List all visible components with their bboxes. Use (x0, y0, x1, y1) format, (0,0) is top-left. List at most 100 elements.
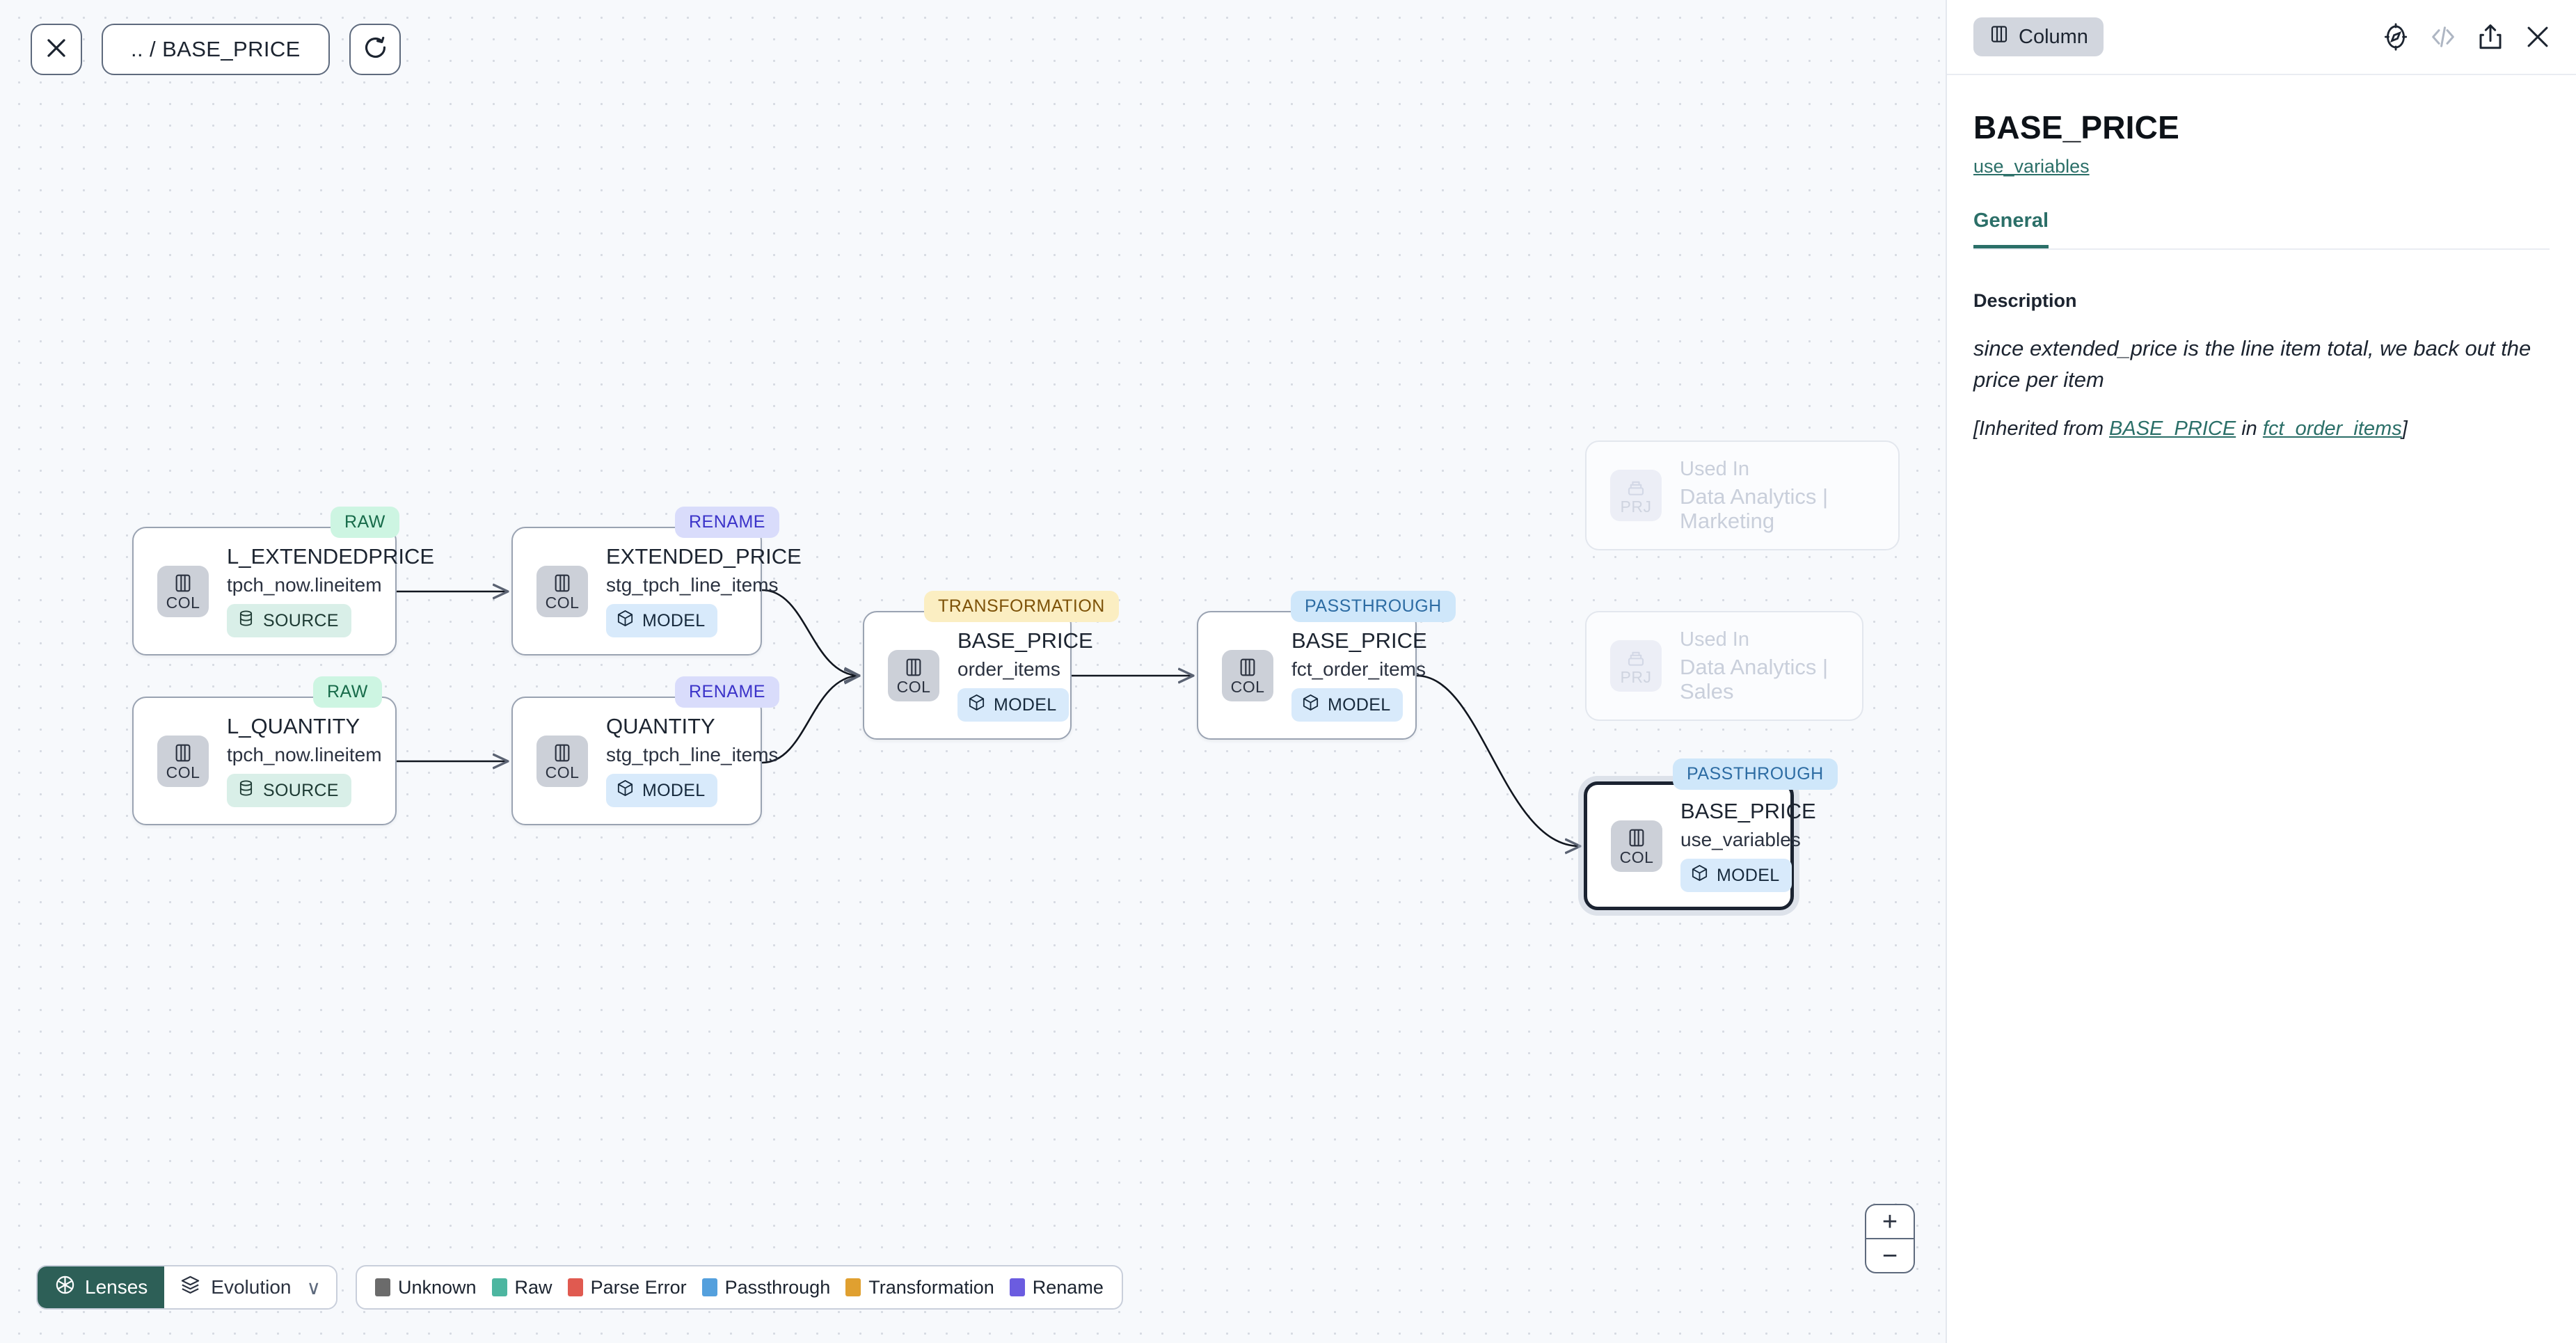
lineage-node-base_price_use_variables[interactable]: COL BASE_PRICE use_variables MODEL (1584, 781, 1816, 910)
cube-icon (967, 693, 986, 717)
node-materialization-label: MODEL (994, 694, 1057, 715)
node-subtitle: fct_order_items (1291, 658, 1426, 680)
node-kind-label: COL (166, 593, 200, 612)
node-materialization-label: MODEL (642, 610, 706, 630)
node-status-tag-base_price_fct_order_items: PASSTHROUGH (1291, 591, 1456, 622)
node-status-tag-base_price_order_items: TRANSFORMATION (924, 591, 1119, 622)
legend-item-parse-error[interactable]: Parse Error (567, 1277, 687, 1298)
node-kind-label: COL (166, 763, 200, 781)
lineage-node-used-in-sales[interactable]: PRJ Used In Data Analytics | Sales (1585, 611, 1863, 721)
node-title: BASE_PRICE (957, 628, 1093, 653)
zoom-controls: + − (1865, 1204, 1915, 1273)
close-button[interactable] (31, 24, 82, 75)
panel-header: Column (1947, 0, 2576, 75)
node-subtitle: stg_tpch_line_items (606, 743, 779, 765)
description-section: Description since extended_price is the … (1947, 250, 2576, 443)
legend-label: Raw (514, 1276, 552, 1298)
node-materialization-label: MODEL (1717, 865, 1780, 885)
aperture-icon (54, 1274, 76, 1301)
node-subtitle: use_variables (1680, 828, 1801, 850)
lineage-node-extended_price[interactable]: COL EXTENDED_PRICE stg_tpch_line_items M… (511, 527, 802, 655)
bottom-toolbar: Lenses Evolution ∨ Unknown (36, 1265, 1123, 1310)
node-materialization-badge: MODEL (1291, 688, 1404, 722)
lineage-edges (397, 0, 1946, 1343)
column-icon: COL (536, 735, 588, 787)
parent-model-link[interactable]: use_variables (1973, 156, 2090, 177)
project-icon: PRJ (1610, 640, 1662, 692)
node-materialization-badge: MODEL (606, 774, 718, 808)
node-body: EXTENDED_PRICE stg_tpch_line_items MODEL (606, 543, 802, 638)
legend-item-raw[interactable]: Raw (491, 1276, 552, 1298)
chevron-down-icon: ∨ (306, 1276, 321, 1298)
share-icon[interactable] (2476, 22, 2505, 51)
node-materialization-badge: MODEL (1680, 859, 1792, 893)
node-title: QUANTITY (606, 713, 715, 738)
legend-item-passthrough[interactable]: Passthrough (701, 1276, 831, 1298)
inherited-column-link[interactable]: BASE_PRICE (2109, 417, 2236, 440)
legend-item-rename[interactable]: Rename (1009, 1277, 1104, 1298)
node-body: BASE_PRICE fct_order_items MODEL (1291, 628, 1427, 722)
node-materialization-badge: SOURCE (227, 774, 351, 808)
legend-label: Transformation (868, 1276, 994, 1298)
tab-general[interactable]: General (1973, 209, 2049, 248)
lineage-canvas[interactable]: .. / BASE_PRICE COL L_EXTENDEDPRICE tpch… (0, 0, 1946, 1343)
legend-swatch (567, 1278, 583, 1296)
lineage-node-l_extendedprice[interactable]: COL L_EXTENDEDPRICE tpch_now.lineitem SO… (132, 527, 434, 655)
node-materialization-badge: MODEL (957, 688, 1070, 722)
legend-item-unknown[interactable]: Unknown (374, 1276, 477, 1298)
description-text: since extended_price is the line item to… (1973, 336, 2531, 392)
node-kind-label: COL (1230, 677, 1265, 696)
lineage-node-base_price_order_items[interactable]: COL BASE_PRICE order_items MODEL (863, 611, 1093, 740)
evolution-dropdown[interactable]: Evolution ∨ (164, 1266, 336, 1308)
refresh-button[interactable] (349, 24, 401, 75)
zoom-out-button[interactable]: − (1882, 1241, 1898, 1271)
node-subtitle: order_items (957, 658, 1060, 680)
inherited-suffix: ] (2401, 417, 2408, 440)
compass-icon[interactable] (2381, 22, 2410, 51)
code-icon[interactable] (2428, 22, 2458, 51)
refresh-icon (362, 35, 388, 65)
node-subtitle: tpch_now.lineitem (227, 743, 382, 765)
lineage-node-quantity[interactable]: COL QUANTITY stg_tpch_line_items MODEL (511, 697, 778, 825)
node-kind-label: PRJ (1620, 498, 1652, 516)
legend-label: Passthrough (724, 1276, 831, 1298)
lineage-node-l_quantity[interactable]: COL L_QUANTITY tpch_now.lineitem SOURCE (132, 697, 397, 825)
node-title: EXTENDED_PRICE (606, 543, 802, 569)
legend-swatch (374, 1278, 390, 1296)
lenses-button[interactable]: Lenses (38, 1266, 165, 1308)
description-heading: Description (1973, 290, 2077, 311)
column-icon: COL (1222, 649, 1273, 701)
database-icon (237, 779, 255, 802)
entity-type-chip[interactable]: Column (1973, 17, 2104, 56)
node-kind-label: COL (545, 593, 580, 612)
inherited-model-link[interactable]: fct_order_items (2262, 417, 2402, 440)
column-icon: COL (888, 649, 939, 701)
node-status-tag-l_extendedprice: RAW (331, 507, 399, 538)
breadcrumb[interactable]: .. / BASE_PRICE (102, 24, 330, 75)
legend-item-transformation[interactable]: Transformation (845, 1277, 994, 1298)
node-kind-label: COL (896, 677, 931, 696)
lineage-node-used-in-marketing[interactable]: PRJ Used In Data Analytics | Marketing (1585, 440, 1900, 550)
close-icon[interactable] (2523, 22, 2552, 51)
node-materialization-badge: MODEL (606, 604, 718, 638)
zoom-in-button[interactable]: + (1866, 1205, 1914, 1239)
node-body: Used In Data Analytics | Marketing (1680, 458, 1898, 534)
entity-type-label: Column (2019, 25, 2088, 48)
inherited-mid: in (2236, 417, 2263, 440)
used-in-label: Used In (1680, 457, 1749, 480)
node-body: BASE_PRICE order_items MODEL (957, 628, 1093, 722)
legend-swatch (701, 1278, 717, 1296)
node-materialization-badge: SOURCE (227, 604, 351, 638)
legend-swatch (1009, 1278, 1025, 1296)
lineage-node-base_price_fct_order_items[interactable]: COL BASE_PRICE fct_order_items MODEL (1197, 611, 1427, 740)
layers-icon (180, 1274, 201, 1301)
node-subtitle: stg_tpch_line_items (606, 573, 779, 596)
legend-label: Unknown (397, 1276, 477, 1298)
node-title: BASE_PRICE (1291, 628, 1427, 653)
used-in-value: Data Analytics | Sales (1680, 655, 1829, 704)
column-icon: COL (157, 735, 209, 787)
cube-icon (1690, 864, 1709, 887)
panel-tabs: General (1973, 209, 2550, 250)
node-title: L_EXTENDEDPRICE (227, 543, 435, 569)
node-subtitle: tpch_now.lineitem (227, 573, 382, 596)
